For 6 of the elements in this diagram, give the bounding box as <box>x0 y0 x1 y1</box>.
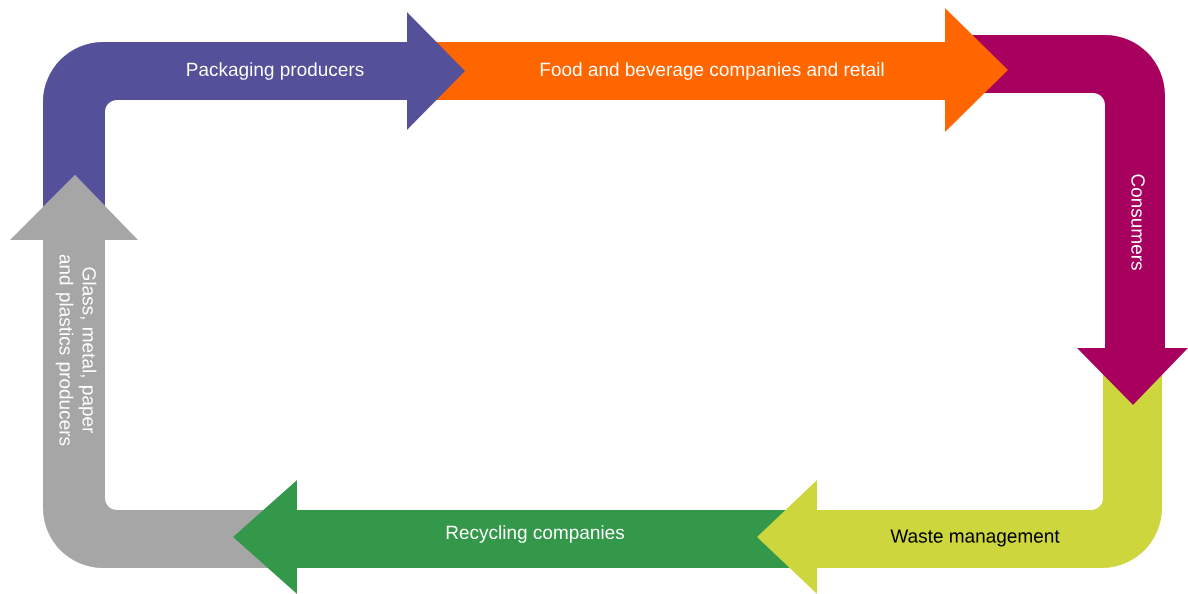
arrow-band: Recycling companies <box>233 480 795 594</box>
arrow-band: Waste management <box>757 365 1162 594</box>
arrow-band: Food and beverage companies and retail <box>435 8 1008 132</box>
arrow-band: Glass, metal, paper and plastics producers <box>10 175 275 568</box>
arrow-band: Packaging producers <box>43 12 465 207</box>
arrow-band: Consumers <box>960 35 1188 405</box>
